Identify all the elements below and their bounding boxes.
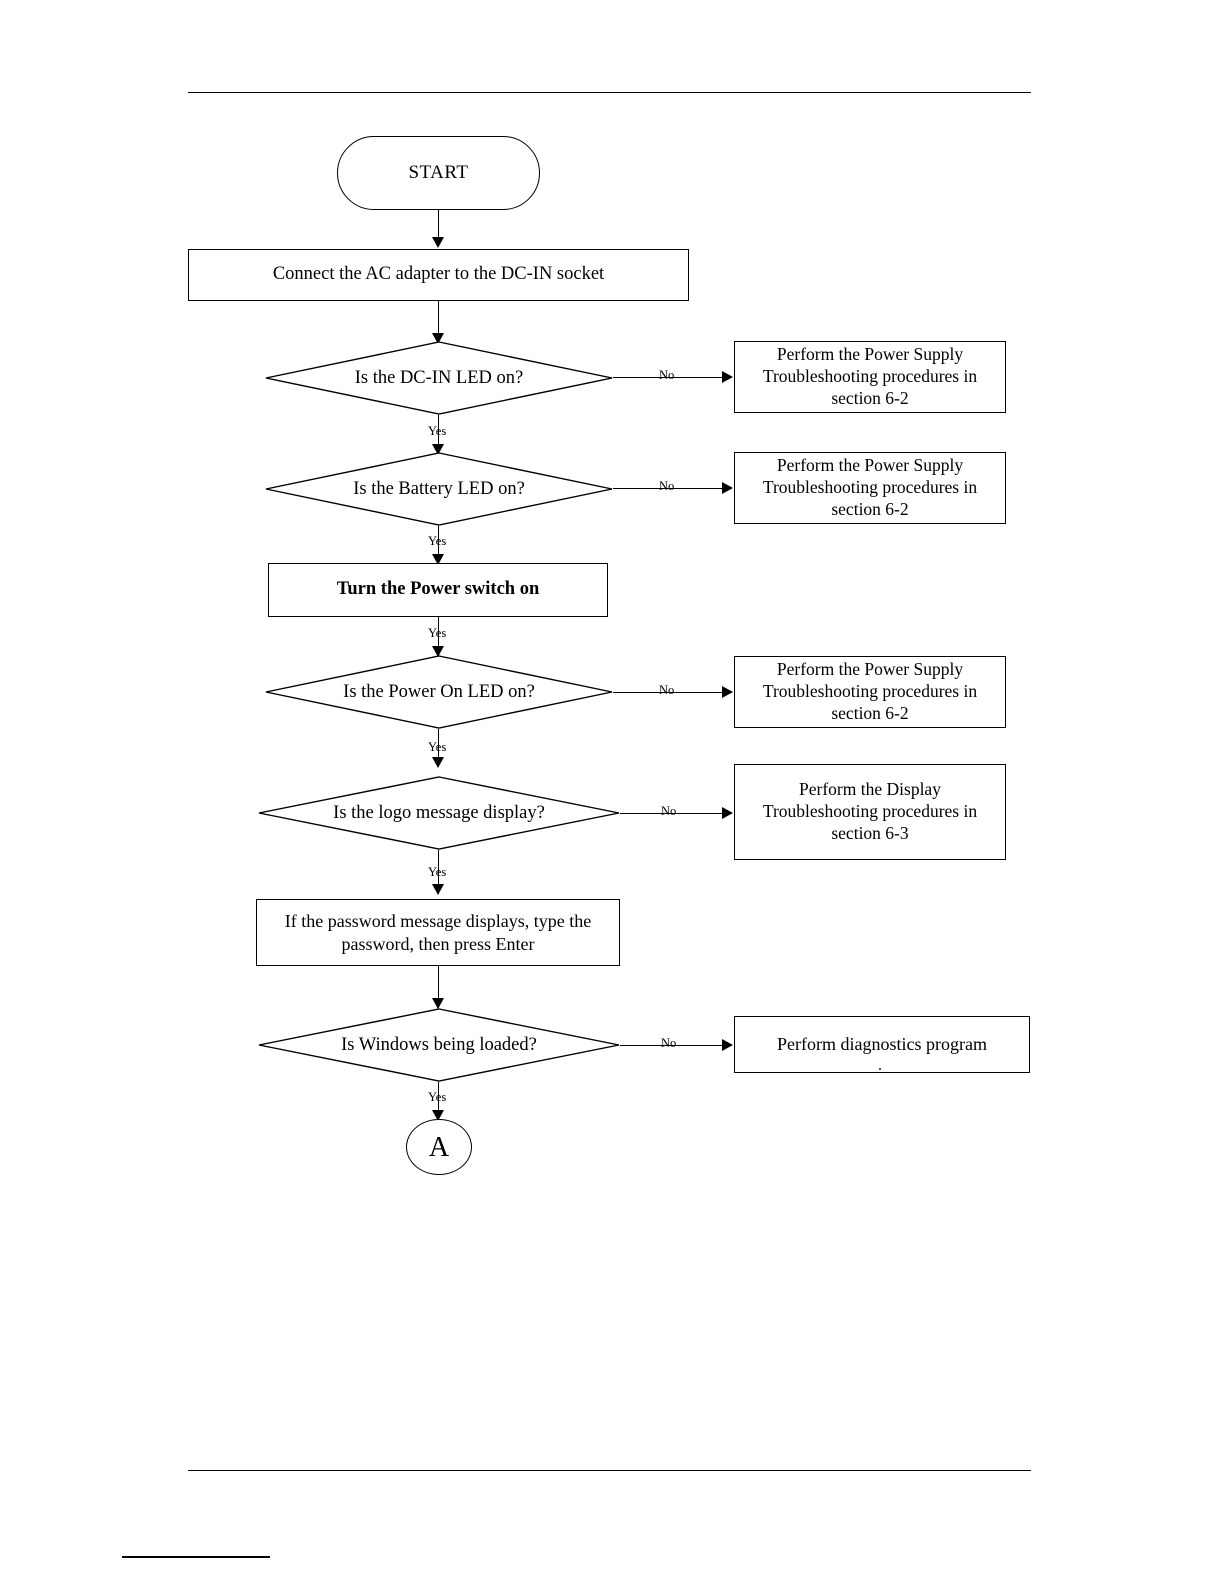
flow-node-logo-message-decision: Is the logo message display? [258, 776, 620, 850]
edge-switch-to-poweron-line [438, 617, 440, 655]
edge-logo-no-line [620, 813, 725, 815]
edge-connect-to-dcin-arrow [432, 333, 444, 344]
flow-node-display-ts-label: Perform the Display Troubleshooting proc… [762, 779, 978, 843]
flow-node-dcin-led-label: Is the DC-IN LED on? [354, 367, 524, 388]
edge-label-yes-6: Yes [428, 1090, 447, 1104]
flow-node-connect-ac-adapter: Connect the AC adapter to the DC-IN sock… [188, 249, 689, 301]
edge-logo-yes-arrow [432, 884, 444, 895]
diamond-shape-icon [265, 341, 613, 415]
edge-label-no-4: No [661, 804, 677, 818]
edge-poweron-yes-line [438, 729, 440, 767]
flow-node-connector-a: A [406, 1119, 472, 1175]
edge-password-to-windows-arrow [432, 998, 444, 1009]
edge-label-no-3: No [659, 683, 675, 697]
flow-node-password-entry-label: If the password message displays, type t… [284, 911, 592, 954]
flow-node-turn-power-switch-on: Turn the Power switch on [268, 563, 608, 617]
edge-battery-yes-line [438, 526, 440, 564]
edge-logo-yes-line [438, 850, 440, 894]
flow-node-diagnostics-program-label: Perform diagnostics program [777, 1034, 987, 1055]
flow-node-power-supply-ts-1: Perform the Power Supply Troubleshooting… [734, 341, 1006, 413]
edge-connect-to-dcin-line [438, 301, 440, 341]
footer-rule [188, 1470, 1031, 1471]
flow-node-windows-loaded-label: Is Windows being loaded? [341, 1034, 537, 1055]
flow-node-display-ts: Perform the Display Troubleshooting proc… [734, 764, 1006, 860]
flow-node-power-supply-ts-2-label: Perform the Power Supply Troubleshooting… [762, 455, 978, 519]
flow-node-power-supply-ts-2: Perform the Power Supply Troubleshooting… [734, 452, 1006, 524]
edge-dcin-no-line [613, 377, 725, 379]
flow-node-power-supply-ts-3-label: Perform the Power Supply Troubleshooting… [762, 659, 978, 723]
diamond-shape-icon [258, 776, 620, 850]
edge-poweron-no-arrow [722, 686, 733, 698]
edge-label-yes-5: Yes [428, 865, 447, 879]
flow-node-start: START [337, 136, 540, 210]
edge-password-to-windows-line [438, 966, 440, 1008]
edge-battery-no-line [613, 488, 725, 490]
edge-dcin-no-arrow [722, 371, 733, 383]
edge-label-yes-3: Yes [428, 626, 447, 640]
edge-windows-yes-line [438, 1082, 440, 1120]
flow-node-password-entry: If the password message displays, type t… [256, 899, 620, 966]
flow-node-start-label: START [408, 162, 469, 184]
flow-node-power-on-led-decision: Is the Power On LED on? [265, 655, 613, 729]
edge-dcin-yes-arrow [432, 444, 444, 455]
flow-node-dcin-led-decision: Is the DC-IN LED on? [265, 341, 613, 415]
flow-node-windows-loaded-decision: Is Windows being loaded? [258, 1008, 620, 1082]
edge-poweron-no-line [613, 692, 725, 694]
edge-logo-no-arrow [722, 807, 733, 819]
flow-node-battery-led-label: Is the Battery LED on? [353, 478, 525, 499]
flow-node-power-on-led-label: Is the Power On LED on? [343, 681, 535, 702]
edge-label-yes-4: Yes [428, 740, 447, 754]
edge-windows-no-line [620, 1045, 725, 1047]
flow-node-diagnostics-period: . [878, 1057, 882, 1074]
edge-start-to-connect-arrow [432, 237, 444, 248]
diamond-shape-icon [265, 655, 613, 729]
header-rule [188, 92, 1031, 93]
edge-label-yes-1: Yes [428, 424, 447, 438]
edge-switch-to-poweron-arrow [432, 646, 444, 657]
flow-node-battery-led-decision: Is the Battery LED on? [265, 452, 613, 526]
flow-node-diagnostics-program: Perform diagnostics program [734, 1016, 1030, 1073]
edge-label-yes-2: Yes [428, 534, 447, 548]
flow-node-power-supply-ts-1-label: Perform the Power Supply Troubleshooting… [762, 344, 978, 408]
edge-label-no-2: No [659, 479, 675, 493]
edge-dcin-yes-line [438, 415, 440, 453]
footer-mark [122, 1556, 270, 1558]
flow-node-power-supply-ts-3: Perform the Power Supply Troubleshooting… [734, 656, 1006, 728]
diamond-shape-icon [258, 1008, 620, 1082]
edge-label-no-1: No [659, 368, 675, 382]
edge-poweron-yes-arrow [432, 757, 444, 768]
edge-windows-yes-arrow [432, 1110, 444, 1121]
flow-node-turn-power-switch-on-label: Turn the Power switch on [336, 579, 540, 600]
flow-node-connector-a-label: A [428, 1131, 450, 1163]
edge-battery-no-arrow [722, 482, 733, 494]
diamond-shape-icon [265, 452, 613, 526]
edge-windows-no-arrow [722, 1039, 733, 1051]
flow-node-connect-ac-adapter-label: Connect the AC adapter to the DC-IN sock… [272, 264, 605, 285]
flow-node-logo-message-label: Is the logo message display? [333, 802, 545, 823]
edge-start-to-connect-line [438, 210, 440, 244]
edge-battery-yes-arrow [432, 554, 444, 565]
edge-label-no-5: No [661, 1036, 677, 1050]
